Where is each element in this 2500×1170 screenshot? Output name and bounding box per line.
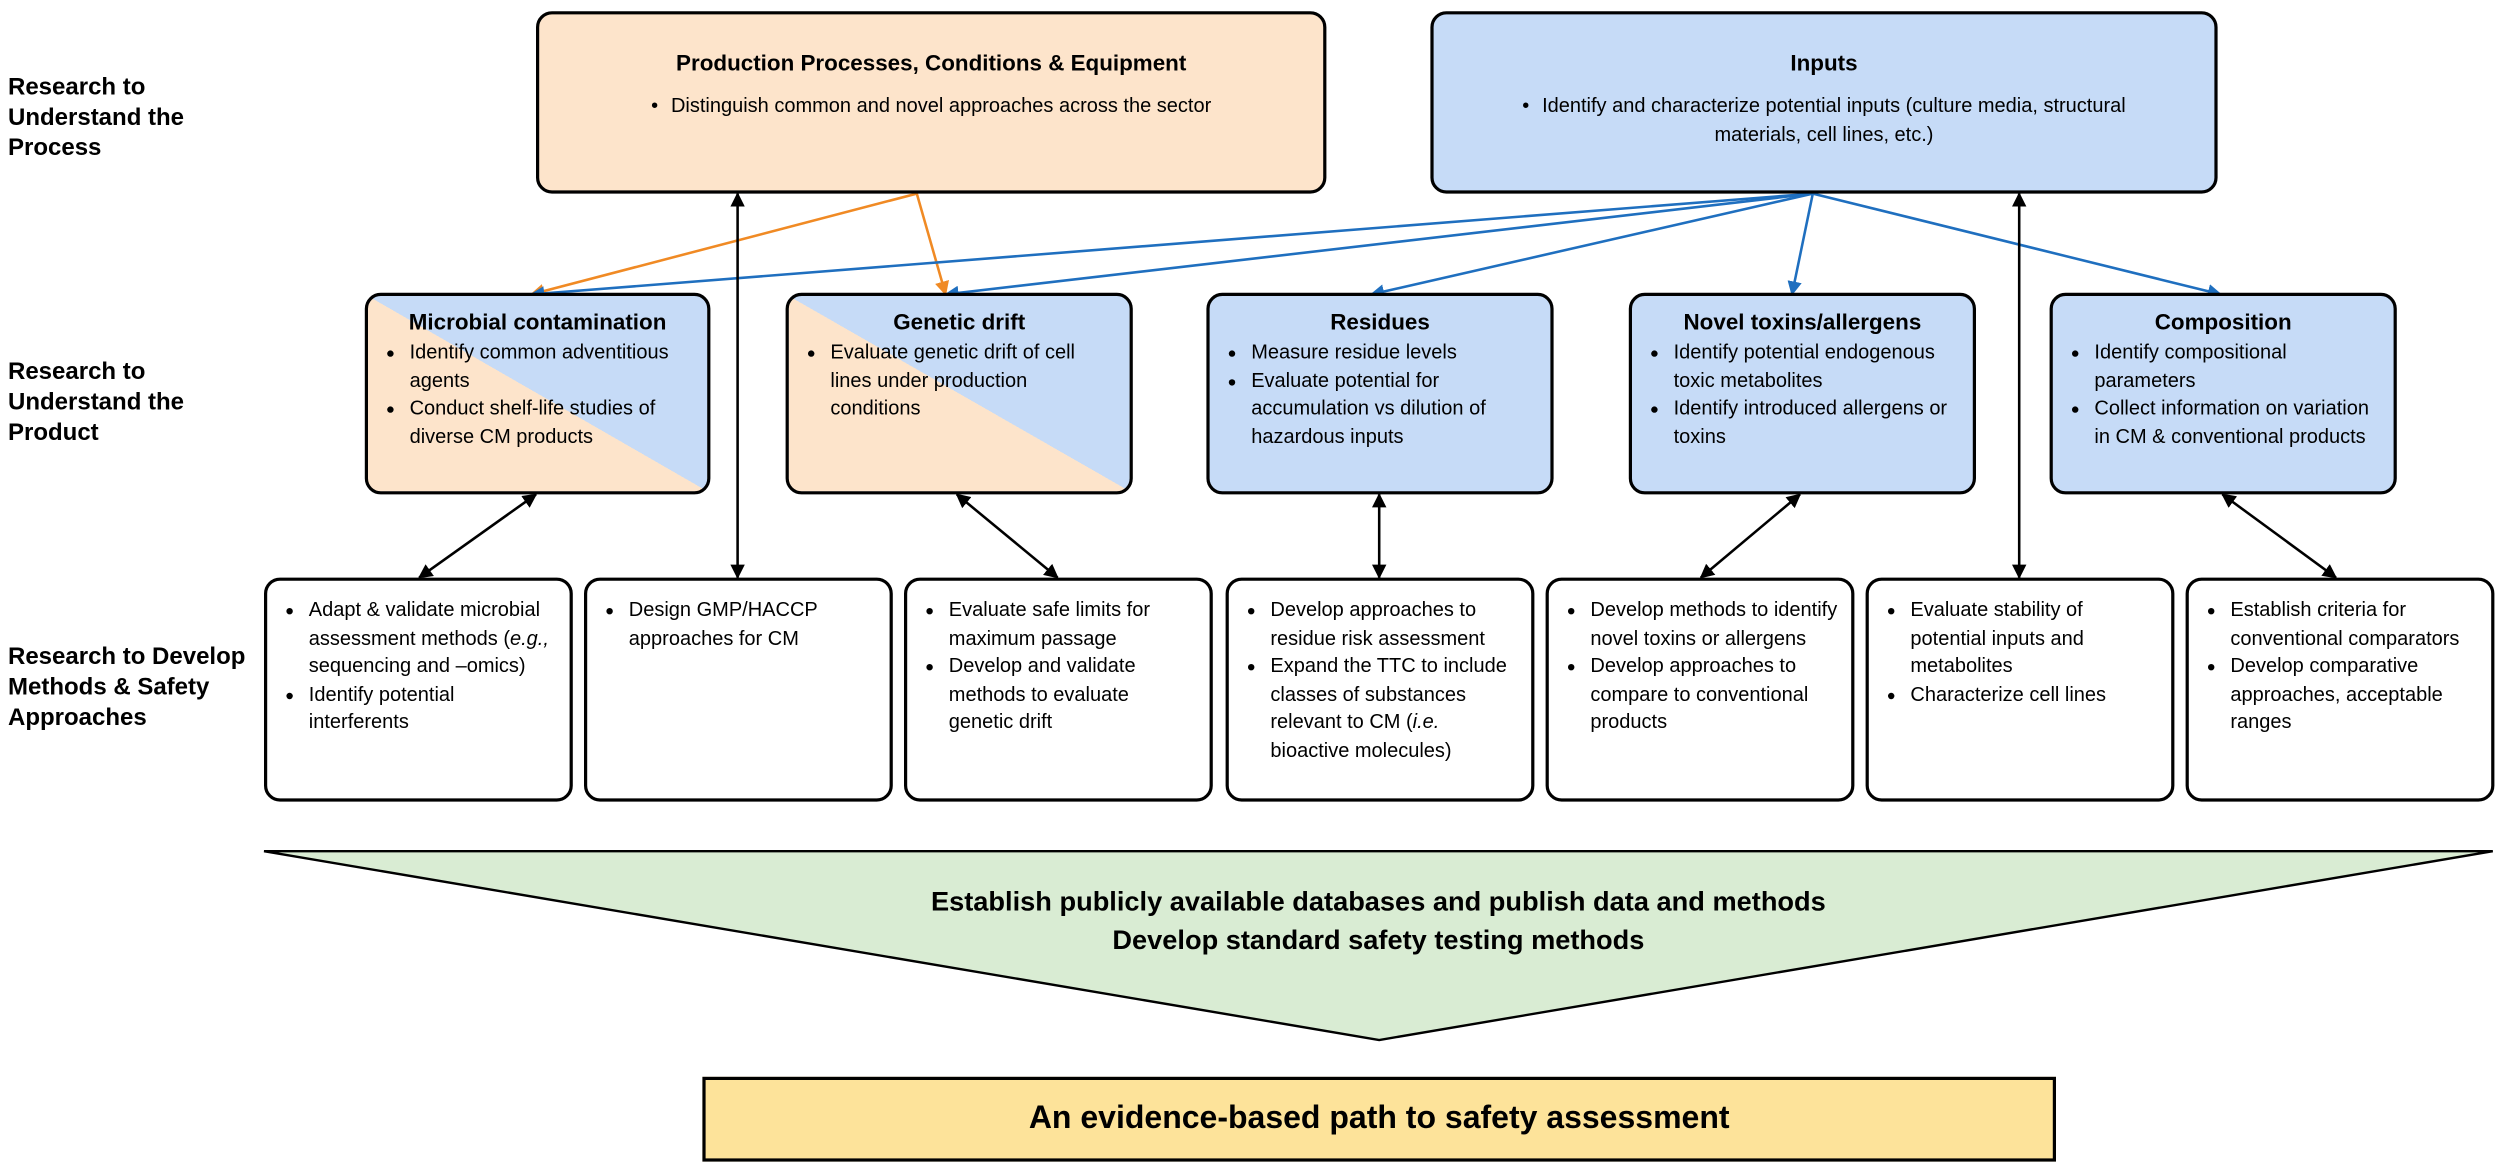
banner-triangle [263, 850, 2494, 1042]
arrow-microbial-to-methods [418, 493, 538, 579]
genetic-title: Genetic drift [893, 308, 1026, 335]
arrow-inputs-to-composition [1812, 192, 2223, 299]
method-box-toxins: Develop methods to identify novel toxins… [1545, 577, 1855, 802]
composition-bullet-2: Collect information on variation in CM &… [2094, 395, 2380, 451]
arrow-inputs-to-microbial [529, 192, 1813, 301]
arrow-production-to-microbial [529, 192, 918, 299]
microbial-bullet-1: Identify common adventitious agents [410, 339, 695, 395]
arrow-inputs-to-genetic [944, 192, 1813, 301]
banner-line-2: Develop standard safety testing methods [1112, 924, 1645, 956]
row-label-process: Research to Understand the Process [8, 73, 185, 162]
method-box-stability: Evaluate stability of potential inputs a… [1865, 577, 2175, 802]
toxins-title: Novel toxins/allergens [1683, 308, 1922, 335]
method-box-composition: Establish criteria for conventional comp… [2185, 577, 2495, 802]
microbial-contamination-box: Microbial contamination Identify common … [364, 292, 711, 495]
method-box-microbial: Adapt & validate microbial assessment me… [264, 577, 573, 802]
method-1-bullet-2: Identify potential interferents [309, 681, 557, 737]
method-box-genetic: Evaluate safe limits for maximum passage… [904, 577, 1213, 802]
method-3-bullet-2: Develop and validate methods to evaluate… [949, 653, 1197, 737]
final-outcome-text: An evidence-based path to safety assessm… [1028, 1100, 1730, 1136]
genetic-drift-box: Genetic drift Evaluate genetic drift of … [785, 292, 1133, 495]
arrow-production-to-genetic [915, 193, 949, 296]
residues-bullet-2: Evaluate potential for accumulation vs d… [1251, 367, 1537, 451]
genetic-bullet-1: Evaluate genetic drift of cell lines und… [830, 339, 1116, 423]
production-title: Production Processes, Conditions & Equip… [676, 49, 1187, 76]
residues-bullet-1: Measure residue levels [1251, 339, 1537, 367]
microbial-title: Microbial contamination [408, 308, 667, 335]
residues-box: Residues Measure residue levels Evaluate… [1206, 292, 1554, 495]
method-5-bullet-2: Develop approaches to compare to convent… [1590, 653, 1838, 737]
inputs-title: Inputs [1790, 49, 1858, 76]
inputs-bullet-1: Identify and characterize potential inpu… [1494, 93, 2153, 149]
final-outcome-box: An evidence-based path to safety assessm… [702, 1076, 2056, 1162]
inputs-box: Inputs Identify and characterize potenti… [1430, 11, 2218, 194]
method-7-bullet-2: Develop comparative approaches, acceptab… [2230, 653, 2478, 737]
banner-line-1: Establish publicly available databases a… [930, 886, 1826, 917]
arrow-composition-to-methods [2221, 493, 2338, 579]
residues-title: Residues [1330, 308, 1430, 335]
toxins-bullet-1: Identify potential endogenous toxic meta… [1674, 339, 1960, 395]
banner-text: Establish publicly available databases a… [264, 883, 2493, 960]
method-6-bullet-1: Evaluate stability of potential inputs a… [1910, 597, 2158, 681]
method-box-residues: Develop approaches to residue risk asses… [1225, 577, 1535, 802]
method-6-bullet-2: Characterize cell lines [1910, 681, 2158, 709]
production-box: Production Processes, Conditions & Equip… [536, 11, 1327, 194]
composition-title: Composition [2154, 308, 2292, 335]
method-1-bullet-1: Adapt & validate microbial assessment me… [309, 597, 557, 681]
method-5-bullet-1: Develop methods to identify novel toxins… [1590, 597, 1838, 653]
arrow-toxins-to-methods [1699, 493, 1802, 579]
arrow-inputs-to-toxins [1787, 193, 1815, 296]
row-label-product: Research to Understand the Product [8, 358, 185, 447]
method-7-bullet-1: Establish criteria for conventional comp… [2230, 597, 2478, 653]
microbial-bullet-2: Conduct shelf-life studies of diverse CM… [410, 395, 695, 451]
production-bullet-1: Distinguish common and novel approaches … [552, 93, 1310, 121]
row-label-methods: Research to Develop Methods & Safety App… [8, 643, 246, 732]
toxins-bullet-2: Identify introduced allergens or toxins [1674, 395, 1960, 451]
method-3-bullet-1: Evaluate safe limits for maximum passage [949, 597, 1197, 653]
arrow-genetic-to-methods [955, 493, 1059, 579]
method-4-bullet-1: Develop approaches to residue risk asses… [1270, 597, 1518, 653]
method-box-gmp: Design GMP/HACCP approaches for CM [584, 577, 893, 802]
composition-bullet-1: Identify compositional parameters [2094, 339, 2380, 395]
method-2-bullet-1: Design GMP/HACCP approaches for CM [629, 597, 877, 653]
method-4-bullet-2: Expand the TTC to include classes of sub… [1270, 653, 1518, 765]
novel-toxins-box: Novel toxins/allergens Identify potentia… [1628, 292, 1976, 495]
arrow-inputs-to-residues [1369, 192, 1814, 299]
composition-box: Composition Identify compositional param… [2049, 292, 2397, 495]
